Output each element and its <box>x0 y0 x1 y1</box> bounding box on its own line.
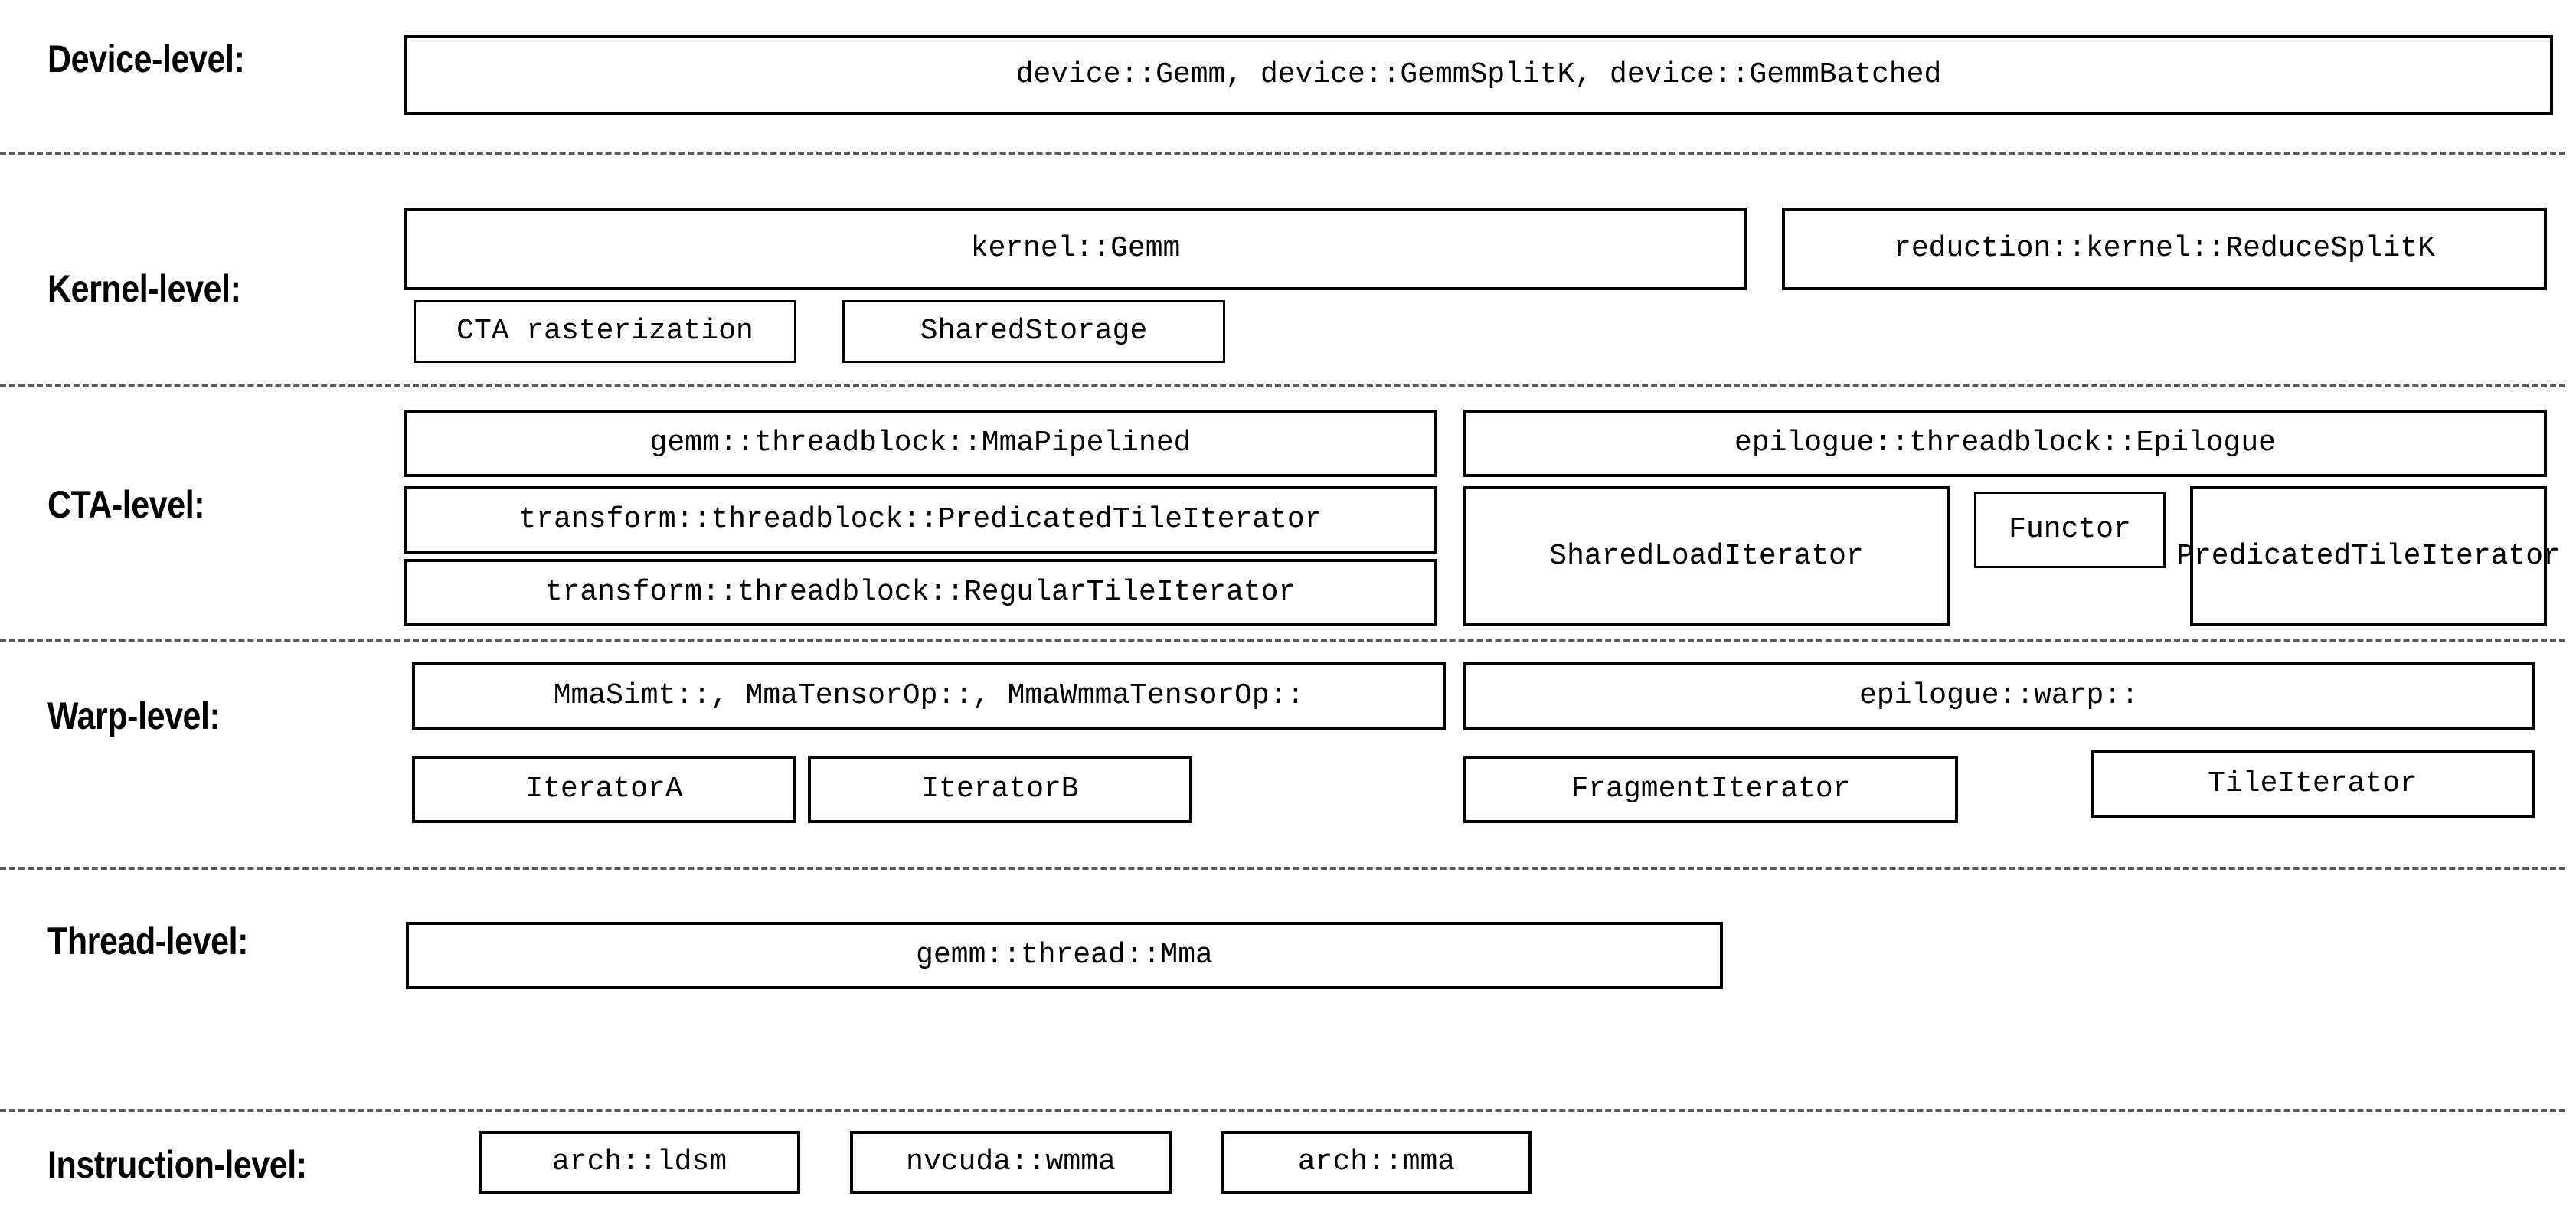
box-label-kernel-gemm: kernel::Gemm <box>970 232 1181 265</box>
box-label-transform-threadblock-regulartileiterator: transform::threadblock::RegularTileItera… <box>544 576 1296 609</box>
box-label-gemm-threadblock-mmapipelined: gemm::threadblock::MmaPipelined <box>649 426 1192 459</box>
box-gemm-threadblock-mmapipelined[interactable]: gemm::threadblock::MmaPipelined <box>404 410 1437 477</box>
box-sharedstorage[interactable]: SharedStorage <box>842 300 1225 363</box>
row-label-kernel-level: Kernel-level: <box>47 267 241 310</box>
divider-warp-thread <box>0 867 2565 870</box>
box-arch-ldsm[interactable]: arch::ldsm <box>479 1131 800 1194</box>
box-cta-rasterization[interactable]: CTA rasterization <box>414 300 796 363</box>
box-label-iterator-a: IteratorA <box>525 773 683 806</box>
row-label-cta-level: CTA-level: <box>47 483 205 526</box>
box-label-sharedstorage: SharedStorage <box>920 315 1148 348</box>
box-transform-threadblock-predicatedtileiterator[interactable]: transform::threadblock::PredicatedTileIt… <box>404 486 1437 554</box>
divider-device-kernel <box>0 152 2565 155</box>
box-epilogue-threadblock-epilogue[interactable]: epilogue::threadblock::Epilogue <box>1463 410 2547 477</box>
row-label-thread-level: Thread-level: <box>47 920 249 962</box>
box-label-arch-ldsm: arch::ldsm <box>551 1145 727 1178</box>
box-label-fragmentiterator: FragmentIterator <box>1571 773 1851 806</box>
divider-kernel-cta <box>0 384 2565 387</box>
box-label-epilogue-threadblock-epilogue: epilogue::threadblock::Epilogue <box>1734 426 2276 459</box>
box-tileiterator[interactable]: TileIterator <box>2091 750 2535 818</box>
box-label-tileiterator: TileIterator <box>2208 767 2417 800</box>
box-device-gemm[interactable]: device::Gemm, device::GemmSplitK, device… <box>404 35 2553 115</box>
box-nvcuda-wmma[interactable]: nvcuda::wmma <box>850 1131 1172 1194</box>
box-label-sharedloaditerator: SharedLoadIterator <box>1549 539 1864 573</box>
box-label-gemm-thread-mma: gemm::thread::Mma <box>916 939 1213 972</box>
box-label-warp-mma-variants: MmaSimt::, MmaTensorOp::, MmaWmmaTensorO… <box>553 679 1305 712</box>
box-label-epilogue-warp: epilogue::warp:: <box>1859 679 2139 712</box>
box-warp-mma-variants[interactable]: MmaSimt::, MmaTensorOp::, MmaWmmaTensorO… <box>412 662 1446 730</box>
box-fragmentiterator[interactable]: FragmentIterator <box>1463 756 1958 823</box>
row-label-warp-level: Warp-level: <box>47 694 221 737</box>
box-label-epilogue-predicatedtileiterator: PredicatedTileIterator <box>2176 539 2561 573</box>
box-label-arch-mma: arch::mma <box>1297 1145 1456 1178</box>
box-epilogue-warp[interactable]: epilogue::warp:: <box>1463 662 2535 730</box>
divider-thread-instruction <box>0 1109 2565 1112</box>
box-label-functor: Functor <box>2009 513 2131 546</box>
box-label-nvcuda-wmma: nvcuda::wmma <box>906 1145 1116 1178</box>
row-label-device-level: Device-level: <box>47 38 245 80</box>
row-label-instruction-level: Instruction-level: <box>47 1143 307 1186</box>
box-kernel-gemm[interactable]: kernel::Gemm <box>404 208 1747 290</box>
box-iterator-b[interactable]: IteratorB <box>808 756 1192 823</box>
box-label-transform-threadblock-predicatedtileiterator: transform::threadblock::PredicatedTileIt… <box>518 503 1322 536</box>
box-label-reduction-kernel-reducesplitk: reduction::kernel::ReduceSplitK <box>1894 232 2435 265</box>
box-label-iterator-b: IteratorB <box>921 773 1079 806</box>
box-gemm-thread-mma[interactable]: gemm::thread::Mma <box>406 922 1723 989</box>
divider-cta-warp <box>0 639 2565 642</box>
box-epilogue-predicatedtileiterator[interactable]: PredicatedTileIterator <box>2176 486 2561 626</box>
box-reduction-kernel-reducesplitk[interactable]: reduction::kernel::ReduceSplitK <box>1782 208 2547 290</box>
box-label-cta-rasterization: CTA rasterization <box>456 315 754 348</box>
box-iterator-a[interactable]: IteratorA <box>412 756 796 823</box>
box-label-device-gemm: device::Gemm, device::GemmSplitK, device… <box>1015 58 1942 91</box>
box-sharedloaditerator[interactable]: SharedLoadIterator <box>1463 486 1950 626</box>
box-transform-threadblock-regulartileiterator[interactable]: transform::threadblock::RegularTileItera… <box>404 559 1437 626</box>
box-functor[interactable]: Functor <box>1974 492 2166 568</box>
box-arch-mma[interactable]: arch::mma <box>1221 1131 1532 1194</box>
